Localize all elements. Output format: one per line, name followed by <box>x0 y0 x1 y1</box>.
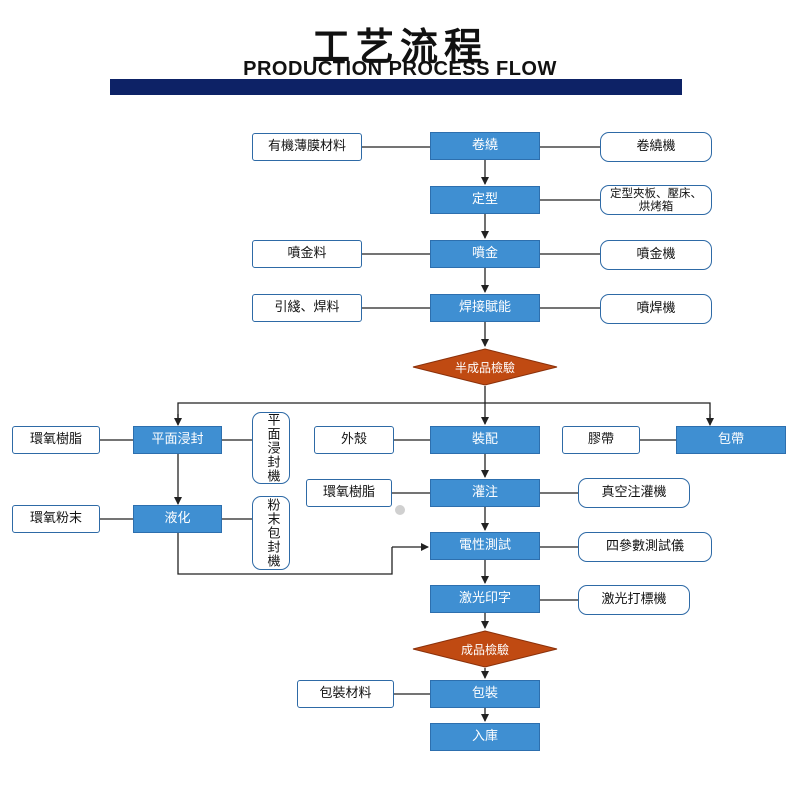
input-epoxy-resin-mid: 環氧樹脂 <box>306 479 392 507</box>
input-lead-solder: 引綫、焊料 <box>252 294 362 322</box>
input-epoxy-powder: 環氧粉末 <box>12 505 100 533</box>
step-warehouse: 入庫 <box>430 723 540 751</box>
step-packaging: 包裝 <box>430 680 540 708</box>
title-underline-bar <box>110 79 682 95</box>
step-shaping: 定型 <box>430 186 540 214</box>
input-packing-material: 包裝材料 <box>297 680 394 708</box>
step-welding: 焊接賦能 <box>430 294 540 322</box>
input-shell: 外殼 <box>314 426 394 454</box>
machine-vacuum-potting: 真空注灌機 <box>578 478 690 508</box>
machine-tester: 四參數測試儀 <box>578 532 712 562</box>
step-laser-print: 激光印字 <box>430 585 540 613</box>
machine-welding: 噴焊機 <box>600 294 712 324</box>
decorative-dot <box>395 505 405 515</box>
final-inspection-diamond: 成品檢驗 <box>412 630 558 668</box>
step-liquefy: 液化 <box>133 505 222 533</box>
machine-powder-coating: 粉末包封機 <box>252 496 290 570</box>
step-taping: 包帶 <box>676 426 786 454</box>
semi-inspection-diamond: 半成品檢驗 <box>412 348 558 386</box>
step-spraying: 噴金 <box>430 240 540 268</box>
input-spray-material: 噴金料 <box>252 240 362 268</box>
final-inspection-label: 成品檢驗 <box>460 642 509 657</box>
step-winding: 卷繞 <box>430 132 540 160</box>
machine-winding: 卷繞機 <box>600 132 712 162</box>
input-tape: 膠帶 <box>562 426 640 454</box>
machine-spray: 噴金機 <box>600 240 712 270</box>
page-title: 工艺流程 <box>311 25 488 69</box>
input-epoxy-resin-left: 環氧樹脂 <box>12 426 100 454</box>
page-subtitle: PRODUCTION PROCESS FLOW <box>243 58 557 80</box>
step-impregnation: 平面浸封 <box>133 426 222 454</box>
semi-inspection-label: 半成品檢驗 <box>454 360 515 375</box>
machine-impregnation: 平面浸封機 <box>252 412 290 484</box>
step-potting: 灌注 <box>430 479 540 507</box>
machine-laser: 激光打標機 <box>578 585 690 615</box>
step-assembly: 裝配 <box>430 426 540 454</box>
input-film: 有機薄膜材料 <box>252 133 362 161</box>
machine-shaping: 定型夾板、壓床、烘烤箱 <box>600 185 712 215</box>
step-electrical-test: 電性測試 <box>430 532 540 560</box>
